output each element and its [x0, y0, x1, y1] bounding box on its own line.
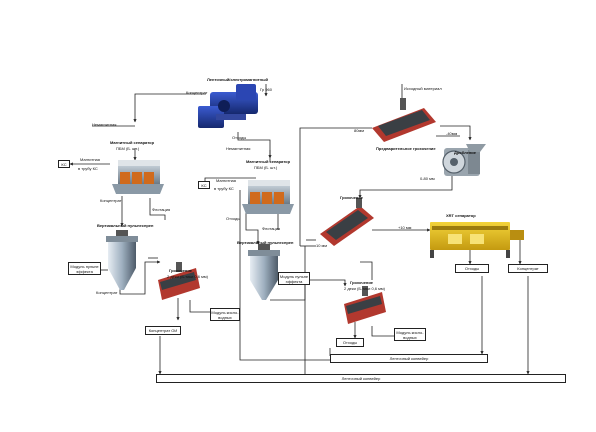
cyclone-thickener-icon: [106, 230, 138, 290]
concentrate-mid-1-label: Концентрат: [96, 290, 118, 295]
concentrate-box-1: Концентрат ОИ: [145, 326, 181, 335]
vibrating-screen-icon: [372, 98, 436, 142]
water-box-3: Модуль пульпе эффекта: [278, 272, 310, 285]
conveyor-mid: Ленточный конвейер: [330, 354, 488, 363]
drum-magnetic-separator-icon: [198, 84, 258, 128]
size-plus10-label: +10 мм: [398, 225, 412, 230]
top-separator-code: Гр 960: [260, 87, 272, 92]
flotation-2-label: Флотация: [262, 226, 281, 231]
magnetic-1-sub: в трубу КС: [78, 166, 98, 171]
vibrating-screen-icon: [158, 262, 200, 300]
concentrate-top-label: Концентрат: [186, 90, 208, 95]
water-box-4: Модуль кисло- водных: [394, 328, 426, 341]
concentrate-box-2: Концентрат: [508, 264, 548, 273]
non-magnetic-label: Немагнитная: [92, 122, 117, 127]
screening-title: Грохочение: [340, 195, 364, 200]
tails-box-3: Отходы: [336, 338, 364, 347]
size-40-label: -40мм: [446, 131, 458, 136]
jaw-crusher-icon: [442, 144, 486, 176]
cyclone-thickener-icon: [248, 244, 280, 300]
gravity-1-title: Грохочение: [169, 268, 193, 273]
magnetic-separator-icon: [242, 180, 294, 214]
xrt-sorter-icon: [430, 222, 524, 258]
magnetic-separator-2-title: Магнитный сепаратор: [246, 159, 291, 164]
non-magnetic-2-label: Немагнитная: [226, 146, 251, 151]
conveyor-bottom: Ленточный конвейер: [156, 374, 566, 383]
xrt-separator-title: XRT сепаратор: [446, 213, 476, 218]
vertical-gravity-1-title: Вертикальный пульпеспреп: [97, 223, 154, 228]
gravity-1-sub: 2 деки (Б-тики 0,6 мм): [167, 274, 208, 279]
raw-material-label: Исходный материал: [404, 86, 442, 91]
water-box-1: Модуль пульпе эффекта: [68, 262, 101, 275]
magnetic-separator-1-title: Магнитный сепаратор: [110, 140, 155, 145]
water-box-2: Модуль кисло- водных: [210, 308, 240, 321]
magnetic-separator-icon: [112, 160, 164, 194]
magnetic-2-label: Магнитная: [216, 178, 236, 183]
concentrate-1-label: Концентрат: [100, 198, 122, 203]
size-10-label: 10 мм: [316, 243, 328, 248]
gravity-3-sub: 2 деки (Б-тики 0,6 мм): [344, 286, 385, 291]
flotation-1-label: Флотация: [152, 207, 171, 212]
magnetic-separator-1-sub: ПБМ (Б. шт.): [116, 146, 140, 151]
tails-box: Отходы: [455, 264, 489, 273]
vertical-gravity-2-title: Вертикальный пульпеспреп: [237, 240, 294, 245]
ks-box-2: КС: [198, 181, 210, 189]
size-0-80-label: 0-80 мм: [420, 176, 435, 181]
vibrating-screen-icon: [320, 198, 374, 246]
tails-2-label: Отходы: [226, 216, 241, 221]
magnetic-separator-2-sub: ПБМ (Б. шт.): [254, 165, 278, 170]
magnetic-2-sub: в трубу КС: [214, 186, 234, 191]
vibrating-screen-icon: [344, 286, 386, 324]
ks-box-1: КС: [58, 160, 70, 168]
size-80-label: 80мм: [354, 128, 364, 133]
top-separator-title: Ленточный/электромагнитный: [207, 77, 268, 82]
crushing-title: Дробление: [454, 150, 476, 155]
magnetic-1-label: Магнитная: [80, 157, 100, 162]
tails-mid-label: Отходы: [232, 135, 247, 140]
gravity-3-title: Грохочение: [350, 280, 374, 285]
pre-screening-title: Предварительное грохочение: [376, 146, 436, 151]
